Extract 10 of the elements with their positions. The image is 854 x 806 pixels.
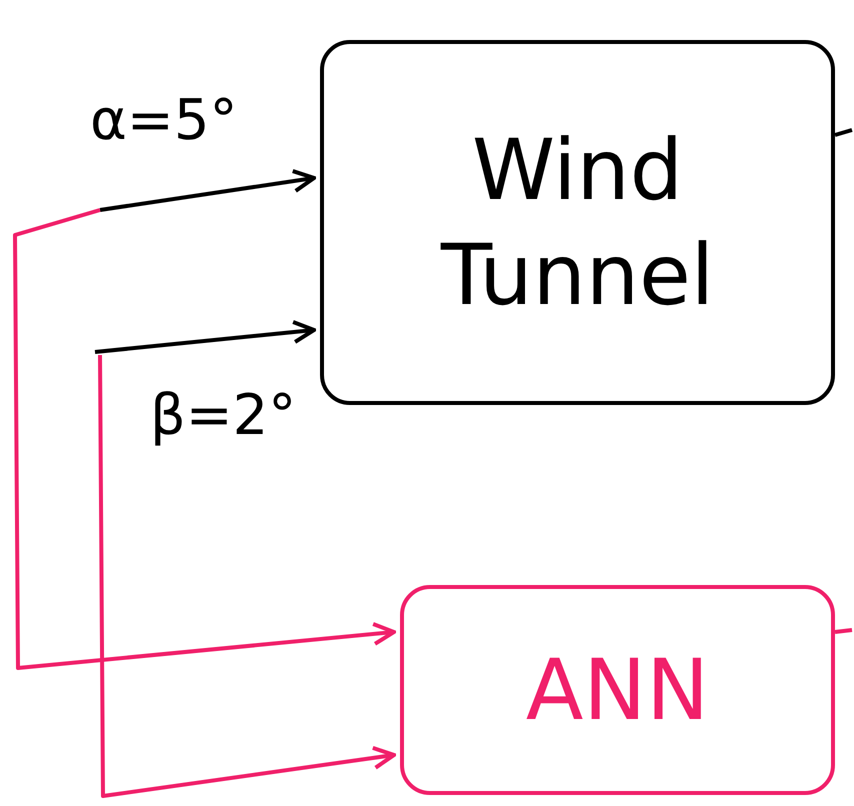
node-label: ANN — [526, 640, 710, 740]
connector-line — [834, 128, 853, 137]
process-box — [320, 40, 835, 405]
arrow — [94, 320, 316, 354]
arrow — [100, 169, 316, 212]
arrow — [13, 208, 396, 670]
node-label: Wind Tunnel — [440, 120, 716, 326]
arrow — [98, 354, 396, 798]
process-box — [400, 585, 835, 795]
connector-line — [834, 628, 852, 634]
